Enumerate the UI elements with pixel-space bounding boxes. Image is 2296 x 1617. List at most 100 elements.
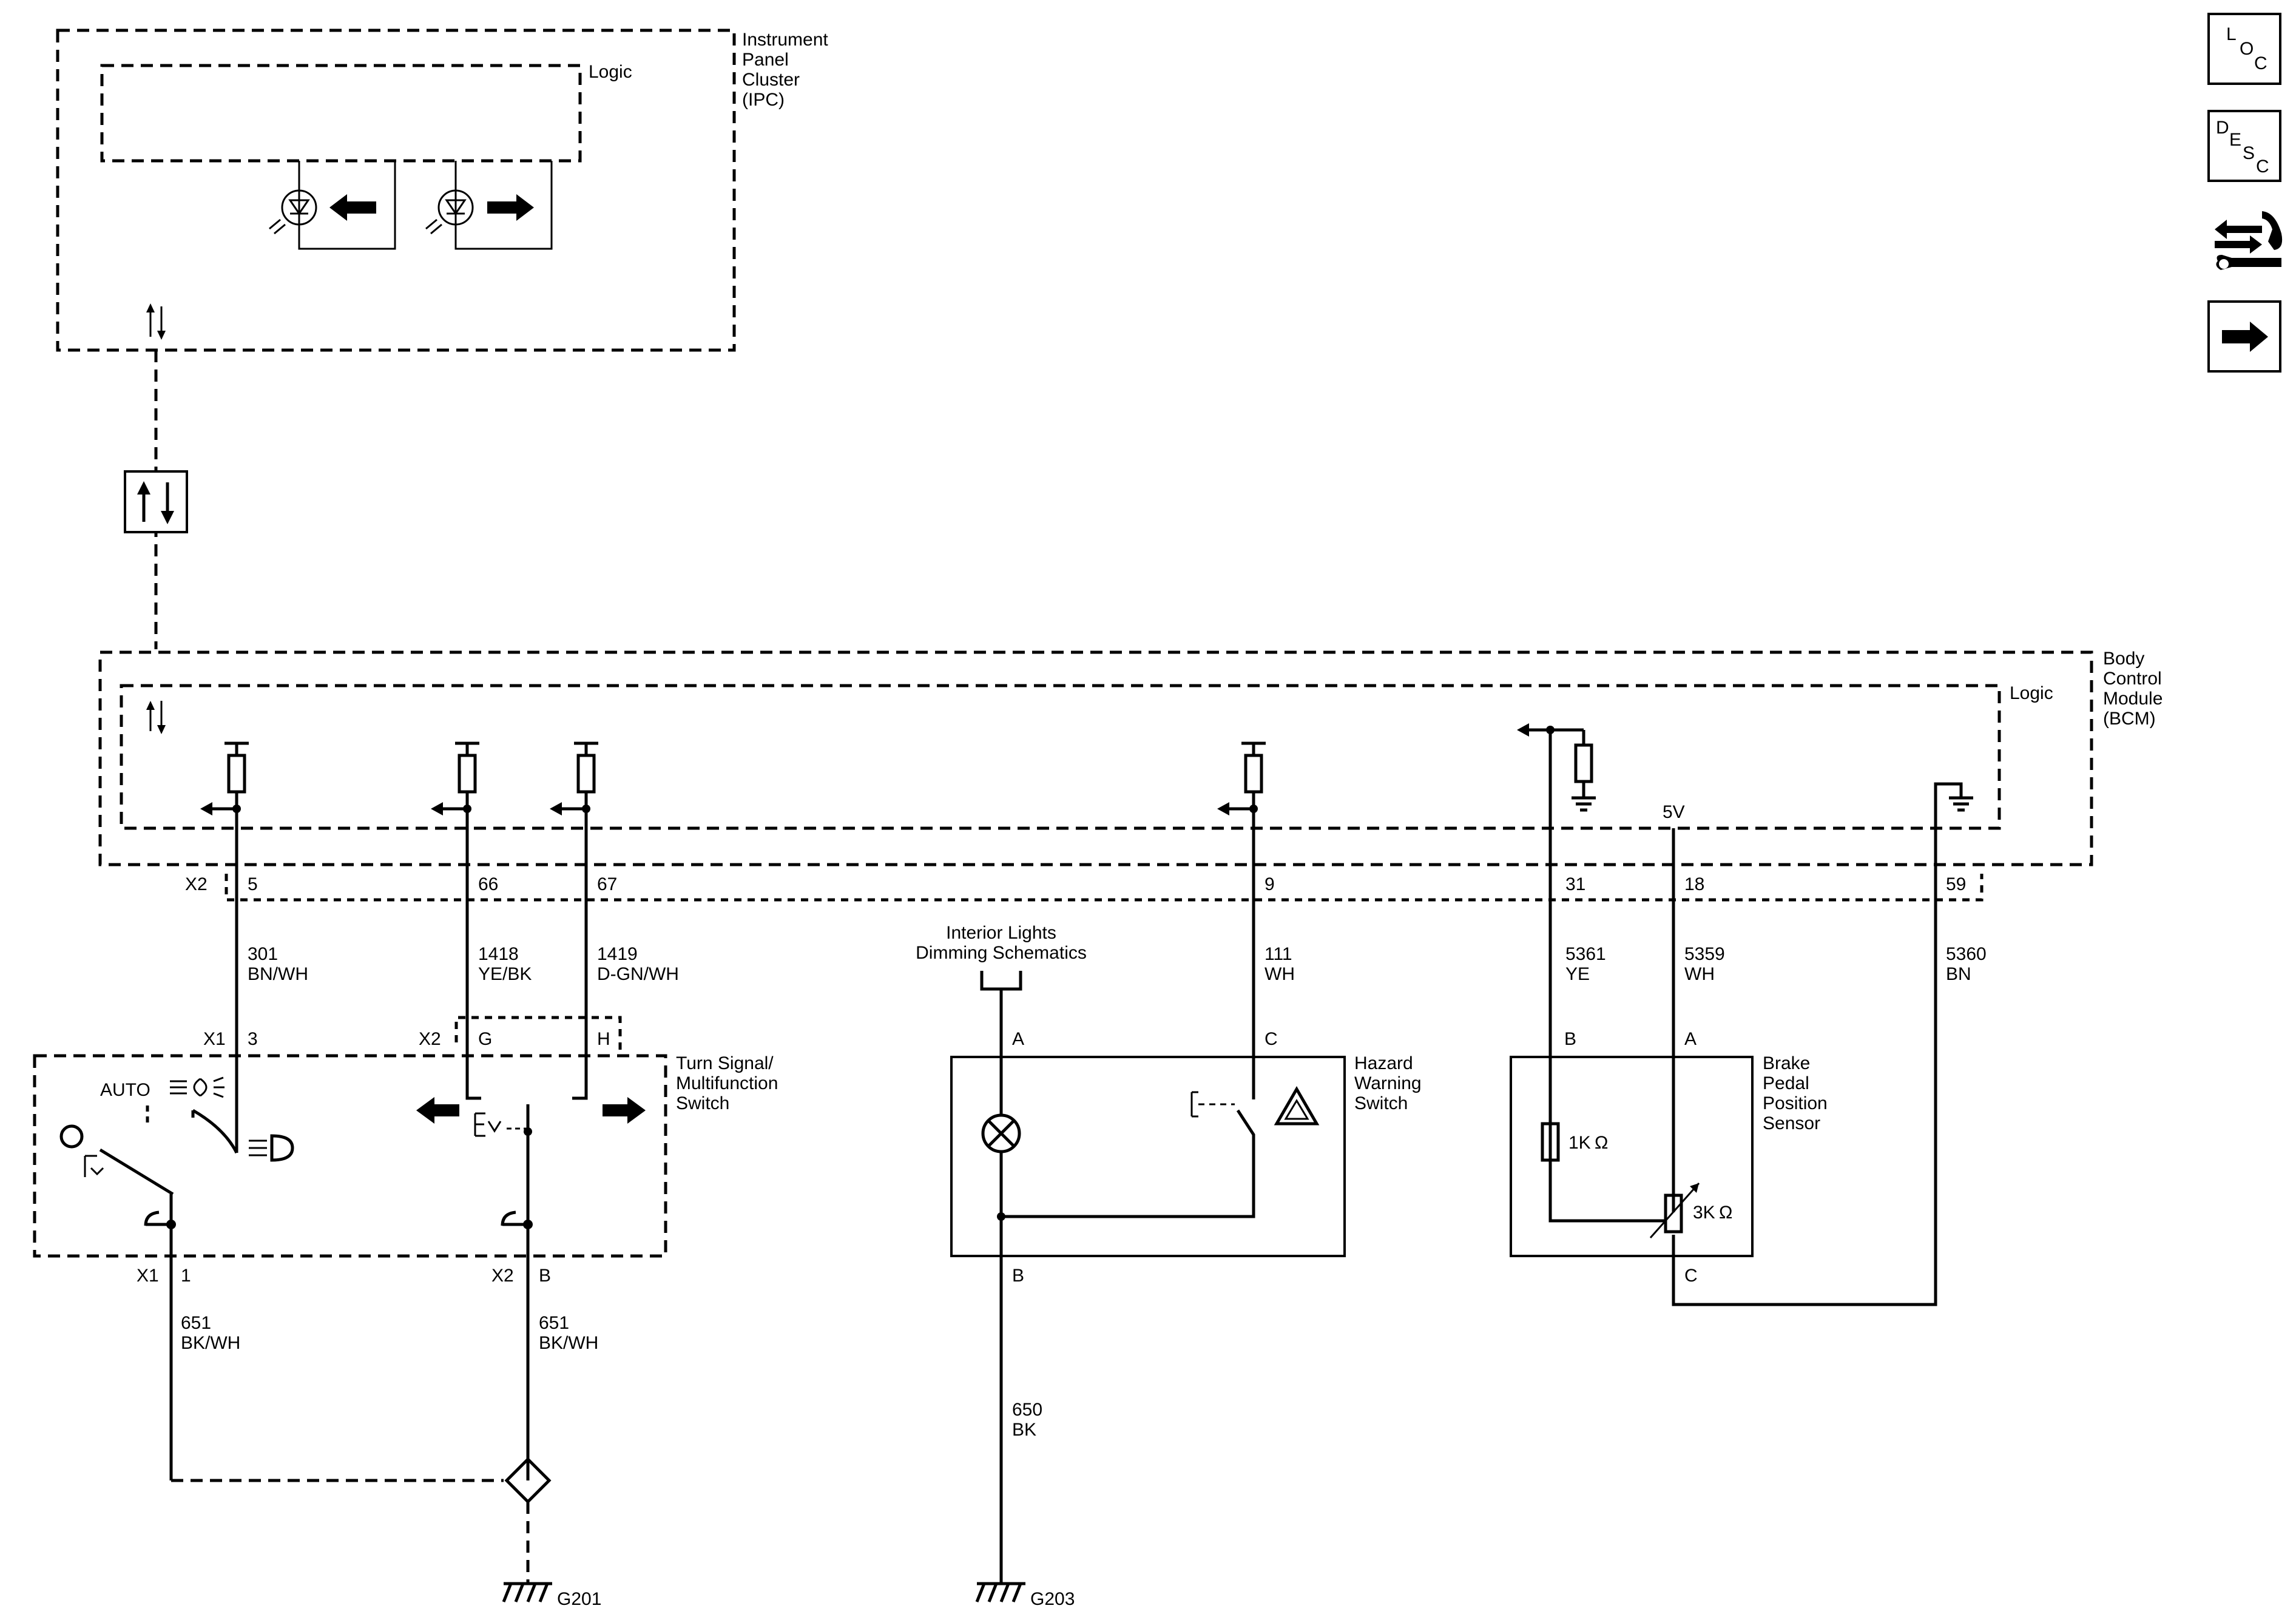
desc-letter-d: D: [2216, 118, 2229, 138]
ipc-name-line-2: Panel: [742, 50, 789, 70]
turn-switch-x2-bottom-label: X2: [491, 1266, 514, 1286]
brake-pedal-position-sensor: B A C Brake Pedal Position Sensor 1K Ω 3…: [1510, 1029, 1828, 1286]
bcm-input-pin-31: [1517, 723, 1596, 812]
ipc-right-turn-indicator: [425, 161, 553, 250]
left-arrow-icon: [416, 1097, 459, 1124]
bcm-module: Logic Body Control Module (BCM): [98, 649, 2163, 874]
bcm-x2-connector: [225, 874, 1984, 902]
brake-sensor-pin-c: C: [1684, 1266, 1698, 1286]
bcm-pin-66: 66: [478, 874, 498, 894]
wire-5359-color: WH: [1684, 964, 1715, 984]
potentiometer-3k: [1664, 1193, 1683, 1234]
ground-g203: G203: [975, 1582, 1075, 1609]
loc-letter-o: O: [2240, 39, 2254, 59]
brake-sensor-name-line-4: Sensor: [1763, 1113, 1820, 1133]
wire-651-left-color: BK/WH: [181, 1333, 240, 1353]
left-arrow-icon: [329, 194, 376, 221]
wire-1418-circuit: 1418: [478, 944, 519, 964]
hazard-name-line-2: Warning: [1354, 1073, 1422, 1093]
auto-lamp-icon: [170, 1076, 225, 1098]
turn-switch-pin-1: 1: [181, 1266, 191, 1286]
wire-5360-color: BN: [1946, 964, 1971, 984]
bcm-pin-59: 59: [1946, 874, 1966, 894]
ipc-logic-boundary: [100, 64, 582, 163]
wire-301-circuit: 301: [248, 944, 278, 964]
bcm-name-line-1: Body: [2103, 649, 2144, 669]
ipc-name-line-4: (IPC): [742, 90, 785, 110]
hazard-name-line-3: Switch: [1354, 1093, 1408, 1113]
brake-sensor-name-line-2: Pedal: [1763, 1073, 1809, 1093]
turn-switch-x2-label: X2: [419, 1029, 441, 1049]
desc-letter-e: E: [2229, 130, 2241, 150]
hazard-name-line-1: Hazard: [1354, 1053, 1413, 1073]
wire-5361-circuit: 5361: [1565, 944, 1606, 964]
wire-651-right-color: BK/WH: [539, 1333, 598, 1353]
nav-desc-button[interactable]: D E S C: [2207, 110, 2281, 182]
resistor-3k-ohm: Ω: [1719, 1203, 1732, 1223]
wire-5360: [1672, 874, 1937, 1306]
bcm-pin-31: 31: [1565, 874, 1585, 894]
wire-651-right-circuit: 651: [539, 1313, 569, 1333]
turn-signal-switch-boundary: [33, 1054, 667, 1258]
reference-bracket: [980, 971, 1022, 991]
interior-lights-ref-line-1: Interior Lights: [946, 923, 1056, 943]
ipc-logic-label: Logic: [589, 62, 632, 82]
auto-label: AUTO: [100, 1080, 150, 1100]
bcm-input-pin-5: [200, 741, 249, 815]
bcm-serial-data-icon: [146, 701, 166, 734]
loc-letter-c: C: [2254, 53, 2267, 73]
bcm-input-pin-67: [550, 741, 598, 815]
brake-sensor-boundary: [1510, 1056, 1754, 1257]
wire-651-left-circuit: 651: [181, 1313, 211, 1333]
right-arrow-icon: [487, 194, 534, 221]
bcm-input-pin-66: [431, 741, 479, 815]
desc-letter-c: C: [2256, 157, 2269, 177]
loc-letter-l: L: [2226, 24, 2237, 44]
ipc-name-line-3: Cluster: [742, 70, 800, 90]
wire-650-circuit: 650: [1012, 1400, 1042, 1420]
ipc-module: Logic Instrument Panel Cluster (IPC): [56, 29, 828, 352]
bcm-boundary: [98, 650, 2093, 866]
wire-5361-color: YE: [1565, 964, 1590, 984]
hazard-warning-switch: Interior Lights Dimming Schematics A C B…: [916, 923, 1422, 1584]
turn-switch-pin-g: G: [478, 1029, 492, 1049]
hazard-switch-contact: [1001, 1109, 1255, 1218]
brake-sensor-name-line-1: Brake: [1763, 1053, 1810, 1073]
wire-5359-circuit: 5359: [1684, 944, 1725, 964]
right-arrow-icon: [603, 1097, 646, 1124]
interior-lights-ref-line-2: Dimming Schematics: [916, 943, 1087, 963]
resistor-1k-value: 1K: [1568, 1133, 1591, 1153]
bcm-logic-label: Logic: [2010, 683, 2053, 703]
turn-switch-pin-h: H: [597, 1029, 610, 1049]
brake-sensor-pin-b: B: [1564, 1029, 1576, 1049]
turn-signal-switch: Turn Signal/ Multifunction Switch X1 3 X…: [33, 1016, 778, 1480]
resistor-3k-value: 3K: [1693, 1203, 1715, 1223]
turn-switch-pin-b: B: [539, 1266, 551, 1286]
wire-111-color: WH: [1264, 964, 1295, 984]
bcm-pin-5: 5: [248, 874, 258, 894]
bcm-low-reference-pin-59: [1934, 782, 1973, 874]
ipc-serial-data-icon: [146, 303, 166, 340]
hazard-switch-boundary: [950, 1056, 1346, 1257]
desc-letter-s: S: [2243, 143, 2255, 163]
headlamp-switch-contact: [99, 1148, 174, 1196]
next-page-arrow-icon[interactable]: [2207, 300, 2281, 373]
wire-1419-color: D-GN/WH: [597, 964, 679, 984]
wire-1419-circuit: 1419: [597, 944, 638, 964]
turn-switch-x1-bottom-label: X1: [137, 1266, 159, 1286]
ipc-left-turn-indicator: [269, 161, 396, 250]
wire-5360-circuit: 5360: [1946, 944, 1987, 964]
ipc-name-line-1: Instrument: [742, 30, 828, 50]
ipc-boundary: [56, 29, 736, 352]
nav-loc-button[interactable]: L O C: [2207, 13, 2281, 85]
turn-switch-actuator-icon: [474, 1112, 502, 1137]
ground-g201: G201: [502, 1582, 601, 1609]
wire-651-left-dashed: [169, 1383, 504, 1482]
lamp-icon: [59, 1124, 84, 1149]
bcm-5v-label: 5V: [1663, 802, 1685, 822]
connector-service-icon[interactable]: [2215, 211, 2283, 270]
turn-switch-x2-connector: [454, 1016, 622, 1056]
bcm-pin-67: 67: [597, 874, 617, 894]
wire-650-color: BK: [1012, 1420, 1036, 1440]
